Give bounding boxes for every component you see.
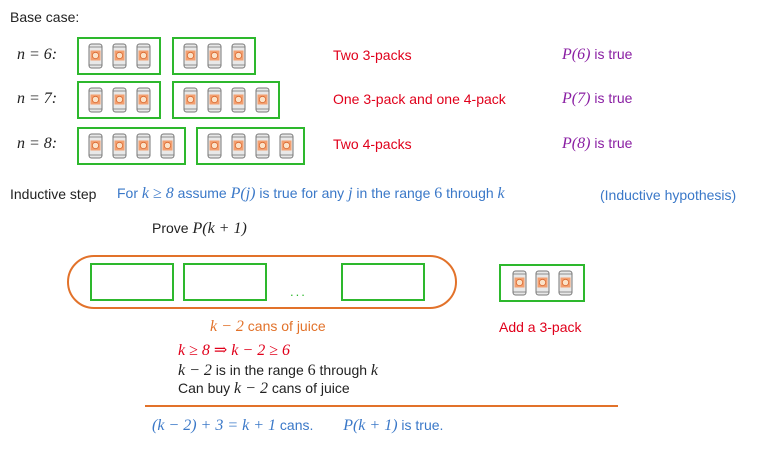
k-minus-2: k − 2 xyxy=(234,380,268,397)
assume-word: assume xyxy=(177,185,227,201)
juice-can-icon xyxy=(231,87,246,113)
statement-range: in the range xyxy=(356,185,431,201)
juice-can-icon xyxy=(535,270,550,296)
prove-word: Prove xyxy=(152,220,189,236)
juice-can-icon xyxy=(112,133,127,159)
juice-can-icon xyxy=(183,87,198,113)
four-pack xyxy=(172,81,280,119)
row-8-description: Two 4-packs xyxy=(333,136,412,152)
three-pack xyxy=(77,37,161,75)
juice-can-icon xyxy=(231,133,246,159)
row-6-truth: P(6) is true xyxy=(562,46,632,64)
juice-can-icon xyxy=(183,43,198,69)
through-word: through xyxy=(315,362,371,378)
range-line: k − 2 is in the range 6 through k xyxy=(178,362,378,380)
ellipsis: ... xyxy=(290,284,307,299)
k-minus-2: k − 2 xyxy=(178,362,212,379)
prove-line: Prove P(k + 1) xyxy=(152,220,247,238)
can-group-empty xyxy=(183,263,267,301)
k-minus-2: k − 2 xyxy=(210,318,244,335)
row-7-description: One 3-pack and one 4-pack xyxy=(333,91,506,107)
juice-can-icon xyxy=(207,43,222,69)
juice-can-icon xyxy=(279,133,294,159)
juice-can-icon xyxy=(112,87,127,113)
is-true-text: is true. xyxy=(397,417,444,433)
range-text: is in the range xyxy=(211,362,308,378)
base-case-title: Base case: xyxy=(10,9,80,25)
divider xyxy=(145,405,618,407)
prove-target: P(k + 1) xyxy=(192,220,247,237)
k-condition: k ≥ 8 xyxy=(141,185,174,202)
truth-text: is true xyxy=(590,135,633,151)
conclusion-equation: (k − 2) + 3 = k + 1 xyxy=(152,417,277,434)
n-label-7: n = 7: xyxy=(17,90,58,107)
juice-can-icon xyxy=(88,43,103,69)
n-label-6: n = 6: xyxy=(17,46,58,63)
n-label-8: n = 8: xyxy=(17,135,58,152)
juice-can-icon xyxy=(112,43,127,69)
add-three-pack-label: Add a 3-pack xyxy=(499,319,582,335)
conclusion: (k − 2) + 3 = k + 1 cans. P(k + 1) is tr… xyxy=(152,417,443,435)
p7-label: P(7) xyxy=(562,90,591,107)
p8-label: P(8) xyxy=(562,135,591,152)
juice-text: cans of juice xyxy=(243,318,326,334)
juice-can-icon xyxy=(255,87,270,113)
six-value: 6 xyxy=(307,362,316,379)
cans-word: cans. xyxy=(276,417,314,433)
can-buy-text: Can buy xyxy=(178,380,235,396)
six-value: 6 xyxy=(434,185,443,202)
p-j: P(j) xyxy=(230,185,256,202)
juice-label: k − 2 cans of juice xyxy=(210,318,326,336)
juice-can-icon xyxy=(255,133,270,159)
truth-text: is true xyxy=(590,90,633,106)
cans-text: cans of juice xyxy=(267,380,350,396)
statement-mid: is true for any xyxy=(259,185,345,201)
juice-can-icon xyxy=(207,133,222,159)
k-var: k xyxy=(370,362,379,379)
three-pack xyxy=(172,37,256,75)
juice-can-icon xyxy=(136,133,151,159)
added-three-pack xyxy=(499,264,585,302)
can-group-empty xyxy=(341,263,425,301)
truth-text: is true xyxy=(590,46,633,62)
inductive-statement: For k ≥ 8 assume P(j) is true for any j … xyxy=(117,185,505,203)
can-buy-line: Can buy k − 2 cans of juice xyxy=(178,380,350,398)
row-6-description: Two 3-packs xyxy=(333,47,412,63)
three-pack xyxy=(77,81,161,119)
juice-can-icon xyxy=(88,133,103,159)
for-word: For xyxy=(117,185,138,201)
inductive-step-label: Inductive step xyxy=(10,186,97,202)
juice-can-icon xyxy=(88,87,103,113)
p-k-plus-1: P(k + 1) xyxy=(343,417,398,434)
j-var: j xyxy=(348,185,353,202)
juice-can-icon xyxy=(136,43,151,69)
through-word: through xyxy=(446,185,494,201)
inductive-hypothesis-note: (Inductive hypothesis) xyxy=(600,187,737,203)
row-7-truth: P(7) is true xyxy=(562,90,632,108)
juice-can-icon xyxy=(136,87,151,113)
p6-label: P(6) xyxy=(562,46,591,63)
four-pack xyxy=(196,127,305,165)
k-var: k xyxy=(497,185,505,202)
row-8-truth: P(8) is true xyxy=(562,135,632,153)
juice-can-icon xyxy=(160,133,175,159)
juice-can-icon xyxy=(207,87,222,113)
juice-can-icon xyxy=(558,270,573,296)
can-group-empty xyxy=(90,263,174,301)
implication: k ≥ 8 ⇒ k − 2 ≥ 6 xyxy=(178,342,290,359)
four-pack xyxy=(77,127,186,165)
juice-can-icon xyxy=(231,43,246,69)
juice-can-icon xyxy=(512,270,527,296)
